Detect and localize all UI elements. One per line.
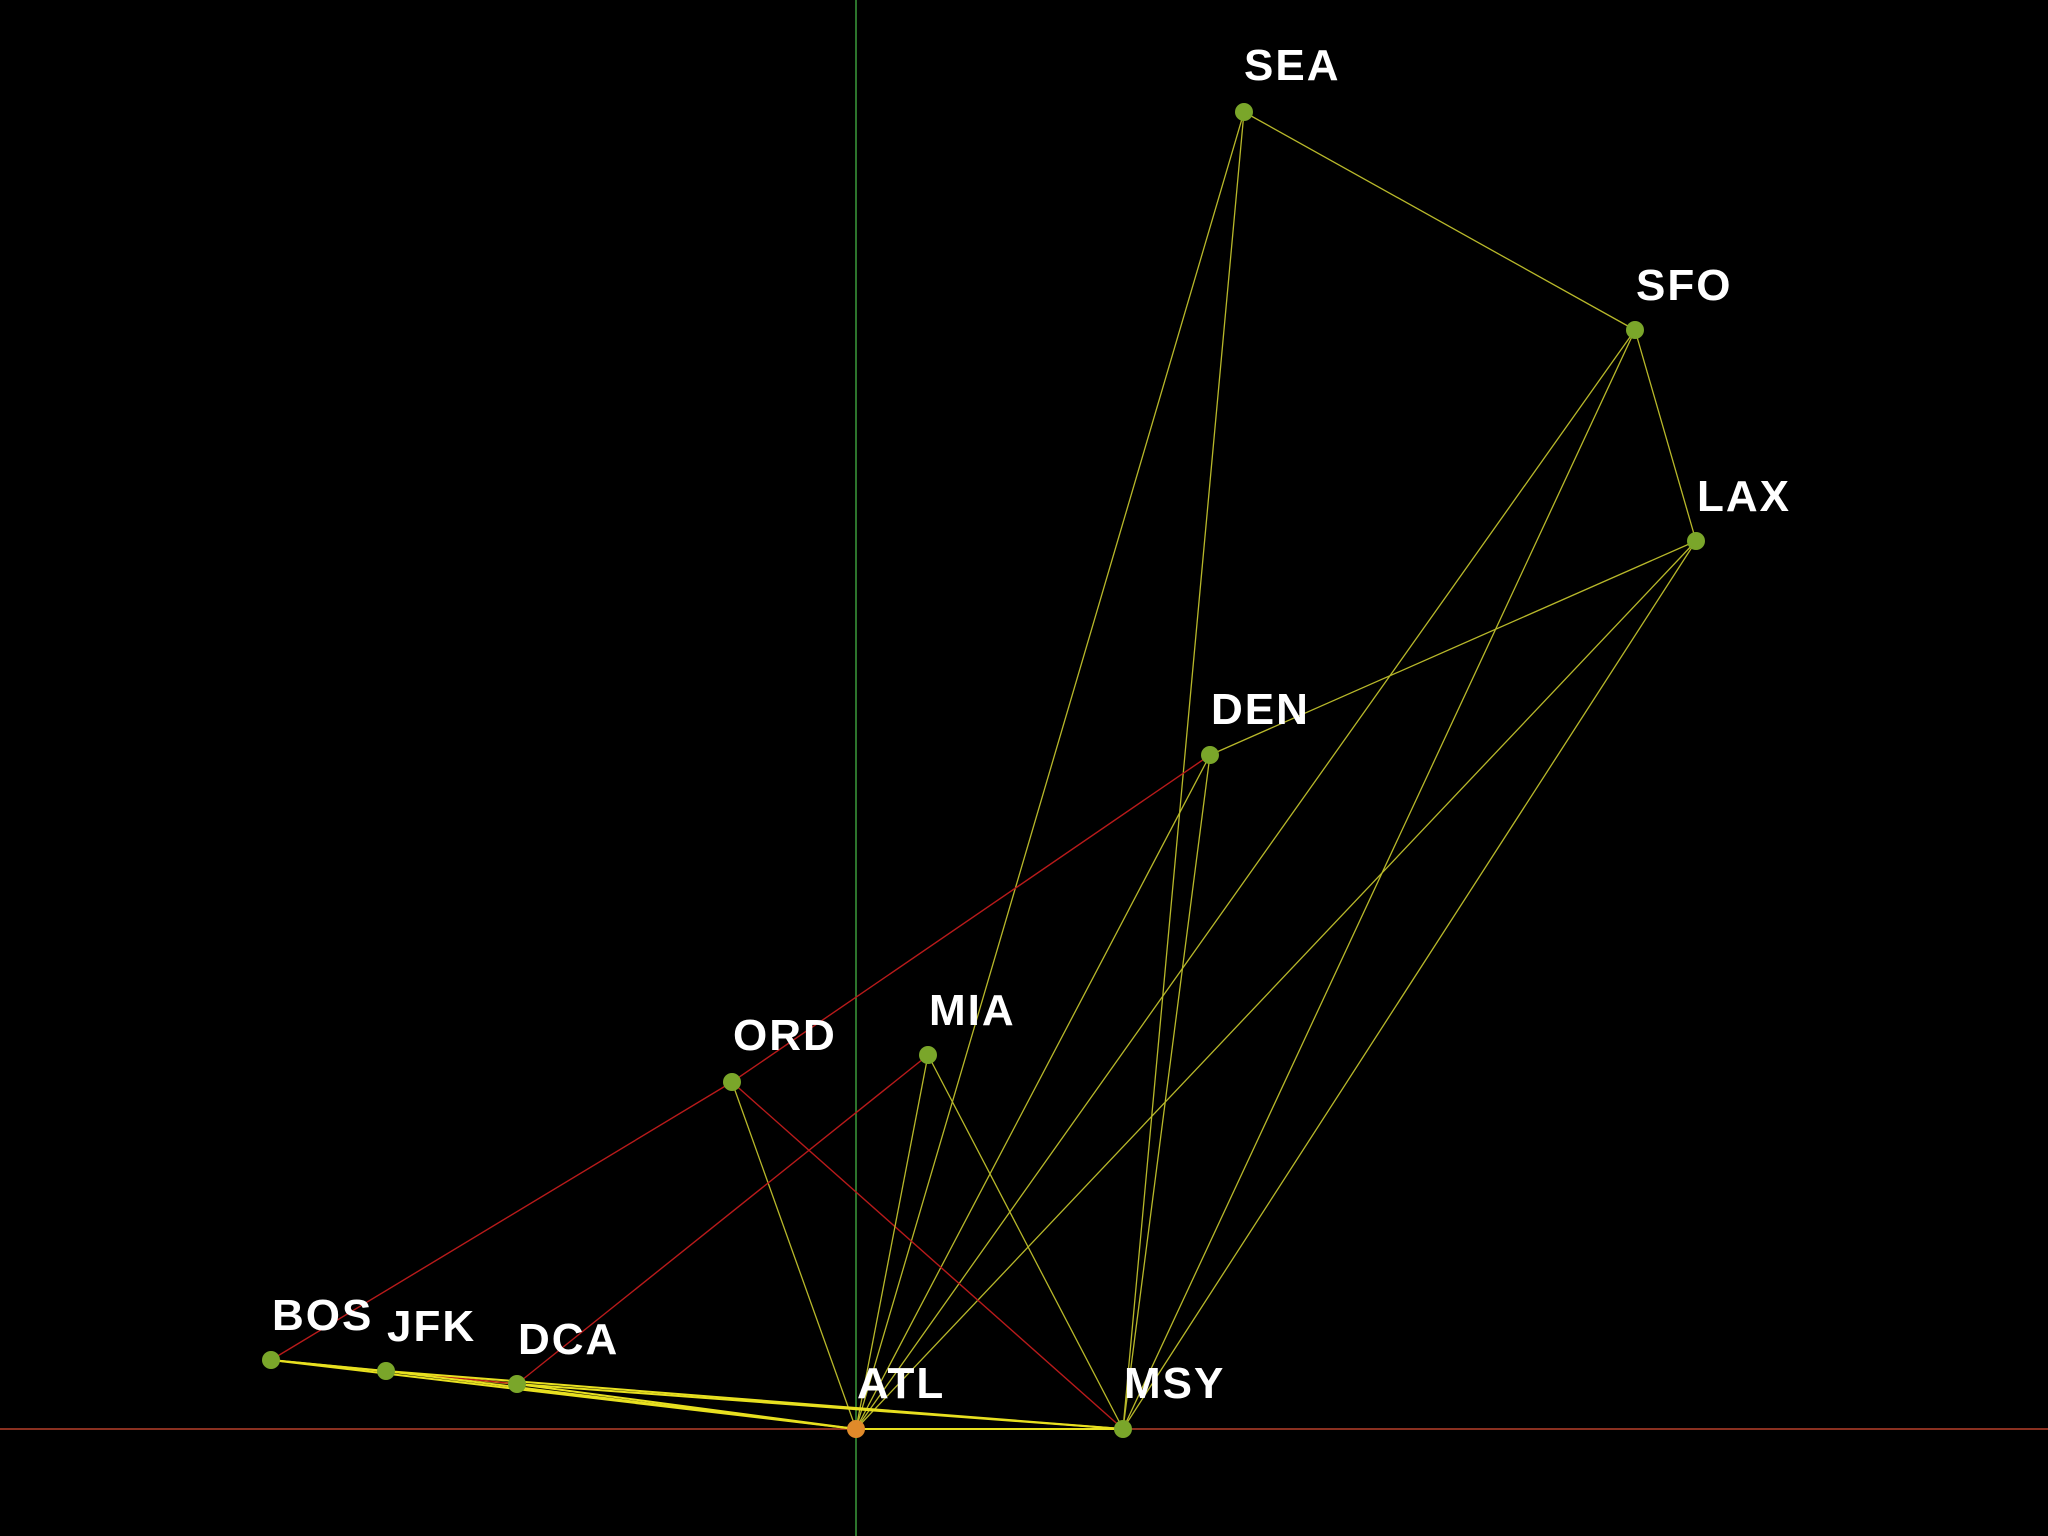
airport-node-atl[interactable] (847, 1420, 865, 1438)
airport-node-dca[interactable] (508, 1375, 526, 1393)
route-edge-mia-dca (516, 1054, 929, 1385)
route-edge-den-atl (855, 754, 1211, 1430)
airport-node-ord[interactable] (723, 1073, 741, 1091)
route-edge-sfo-msy (1122, 329, 1636, 1430)
airport-node-jfk[interactable] (377, 1362, 395, 1380)
route-edge-den-msy (1122, 754, 1211, 1430)
airport-label-den: DEN (1211, 685, 1310, 734)
route-edge-lax-atl (855, 540, 1697, 1430)
route-edges (270, 111, 1697, 1430)
route-edge-mia-atl (855, 1054, 929, 1430)
route-edge-ord-msy (731, 1081, 1124, 1430)
airport-label-mia: MIA (929, 986, 1016, 1035)
airport-label-jfk: JFK (387, 1302, 476, 1351)
route-edge-sea-sfo (1243, 111, 1636, 331)
route-edge-den-ord (731, 754, 1211, 1083)
airport-label-ord: ORD (733, 1011, 837, 1060)
airport-node-sfo[interactable] (1626, 321, 1644, 339)
airport-node-lax[interactable] (1687, 532, 1705, 550)
route-edge-ord-bos (270, 1081, 733, 1361)
airport-labels: SEA SFO LAX DEN ORD MIA BOS JFK DCA ATL MSY (272, 41, 1791, 1408)
airport-node-mia[interactable] (919, 1046, 937, 1064)
route-edge-sfo-lax (1634, 329, 1697, 542)
route-edge-sea-msy (1122, 111, 1245, 1430)
route-edge-lax-msy (1122, 540, 1697, 1430)
airport-label-sea: SEA (1244, 41, 1340, 90)
airport-node-bos[interactable] (262, 1351, 280, 1369)
airport-label-dca: DCA (518, 1315, 619, 1364)
airport-label-sfo: SFO (1636, 261, 1732, 310)
route-edge-sfo-atl (855, 329, 1636, 1430)
airport-label-atl: ATL (857, 1359, 945, 1408)
route-edge-ord-atl (731, 1081, 857, 1430)
route-edge-mia-msy (927, 1054, 1124, 1430)
route-edge-dca-atl (516, 1383, 857, 1430)
airport-label-bos: BOS (272, 1291, 373, 1340)
airport-label-lax: LAX (1697, 472, 1791, 521)
airport-node-den[interactable] (1201, 746, 1219, 764)
airport-label-msy: MSY (1124, 1359, 1225, 1408)
route-edge-lax-den (1209, 540, 1697, 756)
route-edge-dca-msy (516, 1383, 1124, 1430)
route-edge-sea-atl (855, 111, 1245, 1430)
airport-node-sea[interactable] (1235, 103, 1253, 121)
airport-nodes (262, 103, 1705, 1438)
airport-node-msy[interactable] (1114, 1420, 1132, 1438)
